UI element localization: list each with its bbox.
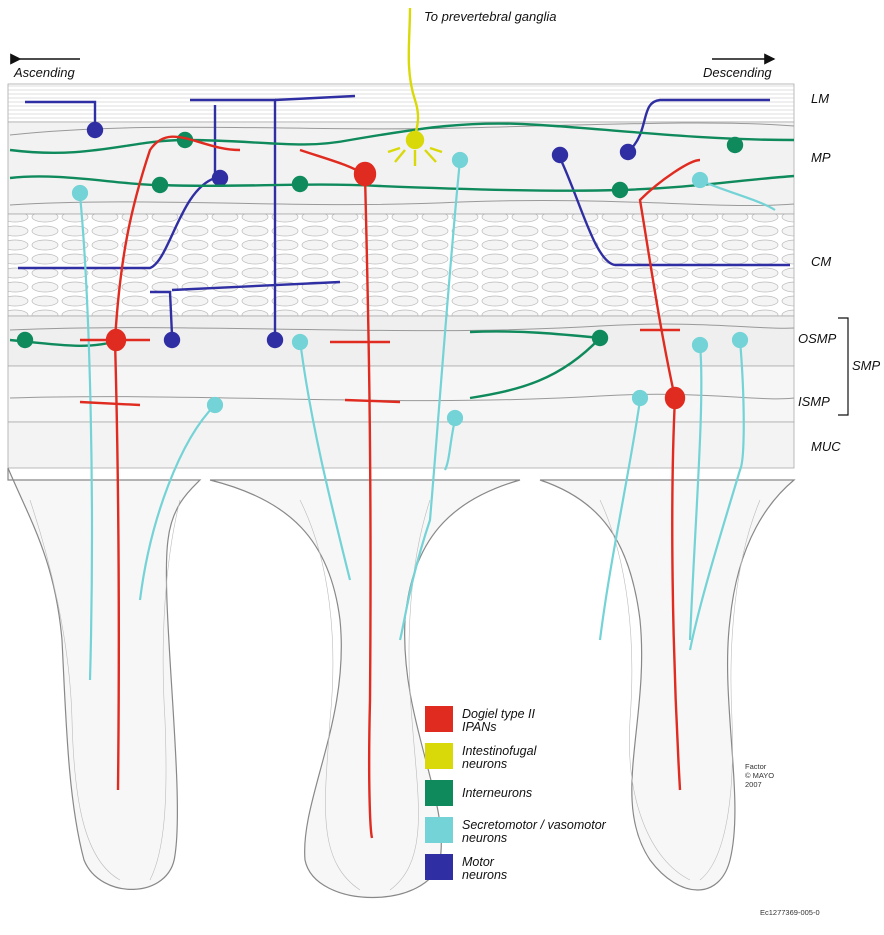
mucosa-base-layer — [8, 422, 794, 468]
longitudinal-muscle-layer — [8, 84, 794, 122]
legend-label-interneurons-1: Interneurons — [462, 786, 532, 800]
layer-label-mp: MP — [811, 150, 831, 165]
legend-swatch-dogiel — [425, 706, 453, 732]
legend-swatch-intestinofugal — [425, 743, 453, 769]
legend-label-motor-2: neurons — [462, 868, 507, 882]
legend-swatch-interneurons — [425, 780, 453, 806]
legend-swatch-secretomotor — [425, 817, 453, 843]
legend-label-dogiel-2: IPANs — [462, 720, 497, 734]
legend: Dogiel type II IPANs Intestinofugal neur… — [425, 706, 607, 882]
descending-label: Descending — [703, 65, 772, 80]
credit-line-1: Factor — [745, 762, 767, 771]
layer-label-ismp: ISMP — [798, 394, 830, 409]
credit-line-2: © MAYO — [745, 771, 774, 780]
legend-swatch-motor — [425, 854, 453, 880]
legend-label-motor-1: Motor — [462, 855, 495, 869]
legend-label-dogiel-1: Dogiel type II — [462, 707, 535, 721]
legend-label-secretomotor-2: neurons — [462, 831, 507, 845]
legend-label-intestinofugal-1: Intestinofugal — [462, 744, 538, 758]
layer-label-smp: SMP — [852, 358, 881, 373]
smp-bracket — [838, 318, 848, 415]
to-prevertebral-ganglia-label: To prevertebral ganglia — [424, 9, 557, 24]
layer-label-muc: MUC — [811, 439, 841, 454]
credit-line-3: 2007 — [745, 780, 762, 789]
tissue-layers — [8, 84, 794, 468]
layer-label-osmp: OSMP — [798, 331, 837, 346]
ascending-label: Ascending — [13, 65, 75, 80]
legend-label-secretomotor-1: Secretomotor / vasomotor — [462, 818, 607, 832]
figure-id: Ec1277369-005-0 — [760, 908, 820, 917]
layer-label-cm: CM — [811, 254, 831, 269]
villus-left — [8, 468, 200, 889]
legend-label-intestinofugal-2: neurons — [462, 757, 507, 771]
layer-label-lm: LM — [811, 91, 829, 106]
